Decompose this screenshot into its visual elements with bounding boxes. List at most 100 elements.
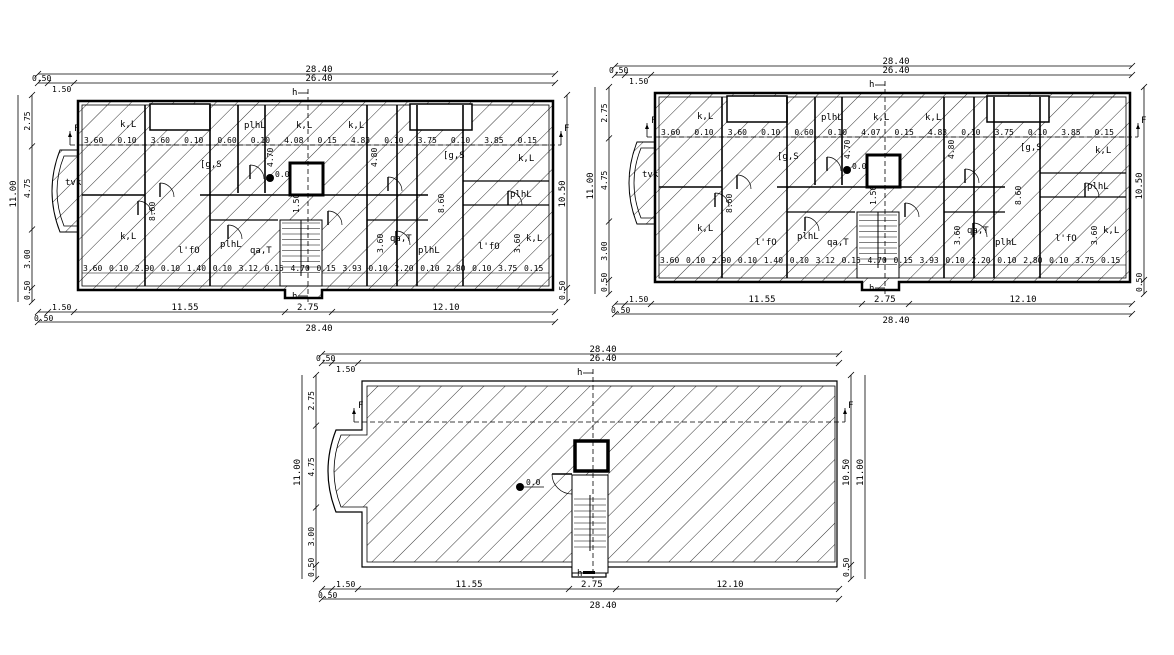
inner-dimension-bottom: 3.60 — [660, 256, 679, 265]
dimension-tick — [312, 561, 320, 569]
inner-dimension-bottom: 0.15 — [317, 264, 336, 273]
level-mark: 0.0 — [852, 162, 867, 171]
dimension-top: 0.50 — [32, 74, 51, 83]
inner-dimension-bottom: 1.40 — [764, 256, 783, 265]
dimension-tick — [551, 318, 559, 326]
room-label: plhL — [220, 240, 242, 250]
inner-dimension-bottom: 3.93 — [919, 256, 938, 265]
dimension-tick — [28, 143, 36, 150]
dimension-bottom: 11.55 — [172, 303, 199, 313]
dimension-top: 1.50 — [336, 365, 355, 374]
dimension-tick — [1140, 83, 1148, 91]
section-mark-F: F — [74, 124, 79, 134]
dimension-left: 2.75 — [307, 391, 316, 410]
room-label: k,L — [925, 113, 941, 123]
door-swing — [714, 192, 730, 208]
dimension-tick — [551, 70, 559, 78]
inner-dimension-bottom: 3.75 — [498, 264, 517, 273]
inner-dimension-top: 3.85 — [484, 136, 503, 145]
room-label: qa,T — [967, 226, 989, 236]
dimension-tick — [44, 79, 52, 87]
bay-window — [628, 141, 655, 225]
inner-dimension-top: 0.15 — [318, 136, 337, 145]
room-label: k,L — [1095, 146, 1111, 156]
dimension-right-overall: 11.00 — [856, 459, 866, 486]
room-label: k,L — [1103, 226, 1119, 236]
roof-outline — [327, 380, 838, 578]
dimension-bottom: 0.50 — [611, 306, 630, 315]
dimension-bottom: 0.50 — [318, 591, 337, 600]
room-label: l'fO — [755, 238, 777, 248]
inner-dimension-bottom: 0.10 — [945, 256, 964, 265]
dimension-bottom: 0.50 — [34, 314, 53, 323]
inner-dimension-vertical: 3.60 — [376, 234, 385, 253]
inner-dimension-vertical: 4.80 — [947, 140, 956, 159]
dimension-top-overall: 28.40 — [883, 57, 910, 67]
balcony — [149, 103, 211, 131]
dimension-tick — [605, 135, 613, 142]
dimension-tick — [318, 585, 326, 593]
inner-dimension-top: 4.07 — [861, 128, 880, 137]
dimension-bottom: 12.10 — [1010, 295, 1037, 305]
room-label: k,L — [120, 232, 136, 242]
door-swing — [387, 176, 403, 192]
inner-dimension-vertical: 4.70 — [843, 140, 852, 159]
room-label: plhL — [418, 246, 440, 256]
inner-dimension-top: 3.75 — [995, 128, 1014, 137]
inner-dimension-bottom: 2.90 — [712, 256, 731, 265]
dimension-tick — [70, 79, 78, 87]
dimension-tick — [70, 308, 78, 316]
room-label: k,L — [526, 234, 542, 244]
dimension-tick — [1128, 310, 1136, 318]
room-label: k,L — [873, 113, 889, 123]
inner-dimension-top: 0.10 — [117, 136, 136, 145]
door-swing — [804, 216, 820, 232]
dimension-tick — [312, 422, 320, 429]
door-swing — [964, 168, 980, 184]
room-label: tvk — [642, 170, 659, 180]
dimension-bottom-overall: 28.40 — [590, 601, 617, 611]
inner-dimension-top: 3.60 — [661, 128, 680, 137]
section-mark-F: F — [358, 401, 363, 411]
level-marker-icon — [843, 166, 851, 174]
dimension-top: 26.40 — [883, 66, 910, 76]
inner-dimension-bottom: 0.10 — [109, 264, 128, 273]
room-label: plhL — [821, 113, 843, 123]
door-swing — [227, 224, 243, 240]
door-swing — [972, 222, 988, 238]
inner-dimension-top: 4.83 — [351, 136, 370, 145]
dimension-tick — [318, 359, 326, 367]
balcony — [986, 95, 1050, 123]
dimension-tick — [28, 226, 36, 233]
dimension-left: 2.75 — [23, 111, 32, 130]
dimension-tick — [647, 300, 655, 308]
dimension-tick — [565, 585, 573, 593]
dimension-bottom: 11.55 — [749, 295, 776, 305]
dimension-tick — [44, 308, 52, 316]
bay-window-inner — [633, 147, 655, 219]
inner-dimension-vertical: 8.60 — [437, 194, 446, 213]
bay-window-inner — [56, 155, 78, 227]
section-mark-F: F — [651, 116, 656, 126]
section-mark-h: h — [869, 284, 874, 294]
dimension-bottom: 1.50 — [52, 303, 71, 312]
dimension-tick — [621, 300, 629, 308]
room-label: k,L — [697, 224, 713, 234]
dimension-bottom: 1.50 — [336, 580, 355, 589]
inner-dimension-bottom: 0.10 — [420, 264, 439, 273]
door-swing — [327, 210, 343, 226]
dimension-tick — [847, 561, 855, 569]
dimension-right: 0.50 — [558, 281, 567, 300]
dimension-bottom: 2.75 — [297, 303, 319, 313]
inner-dimension-top: 0.10 — [384, 136, 403, 145]
inner-dimension-top: 3.60 — [151, 136, 170, 145]
dimension-right: 0.50 — [842, 558, 851, 577]
dimension-tick — [551, 308, 559, 316]
room-label: tvk — [65, 178, 82, 188]
room-label: plhL — [1087, 182, 1109, 192]
door-swing — [551, 473, 573, 495]
room-label: qa,T — [390, 234, 412, 244]
room-label: k,L — [697, 112, 713, 122]
